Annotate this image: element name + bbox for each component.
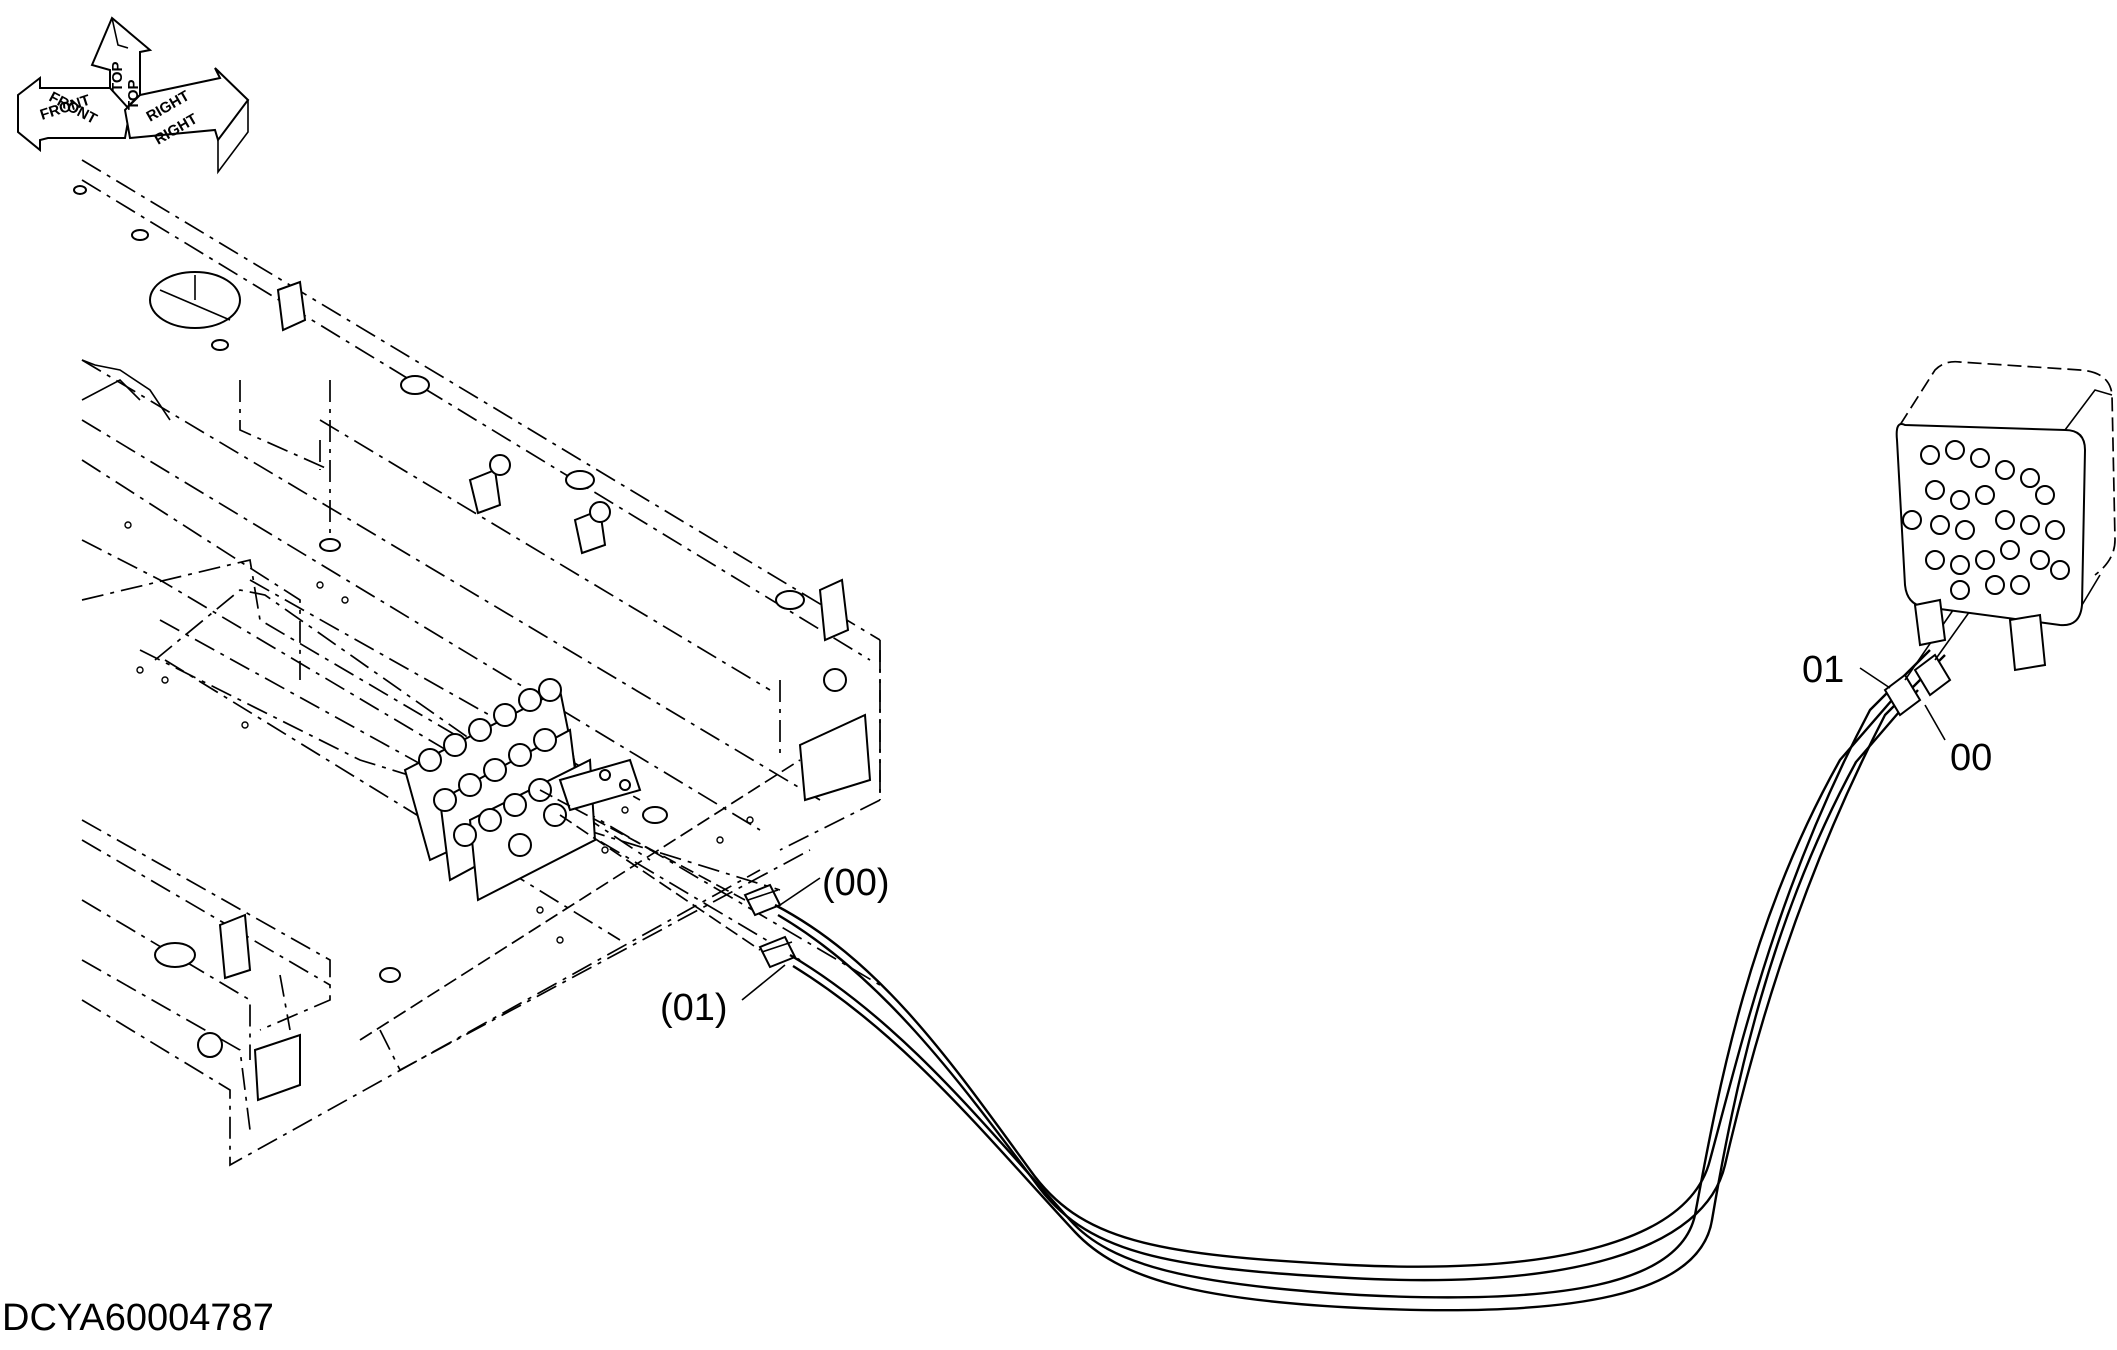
- callout-valve-00: (00): [822, 862, 890, 904]
- document-code: DCYA60004787: [2, 1297, 274, 1339]
- hose-assembly: [743, 589, 1986, 1312]
- orientation-top-label-2: TOP: [125, 79, 142, 110]
- orientation-axes-icon: FRONT FRONT TOP TOP RIGHT RIGHT: [17, 16, 250, 175]
- callout-valve-01: (01): [660, 987, 728, 1029]
- callout-block-01: 01: [1802, 649, 1844, 691]
- mounting-brackets: [197, 280, 872, 1102]
- connector-centerline-01: [559, 814, 761, 951]
- connector-centerline-00: [539, 789, 746, 901]
- callouts: (00) (01) 01 00: [660, 649, 1992, 1029]
- orientation-top-label: TOP: [109, 61, 126, 92]
- pilot-block: [1895, 360, 2116, 672]
- frame-holes: [73, 185, 805, 983]
- control-valve: [403, 678, 642, 902]
- callout-block-00: 00: [1950, 737, 1992, 779]
